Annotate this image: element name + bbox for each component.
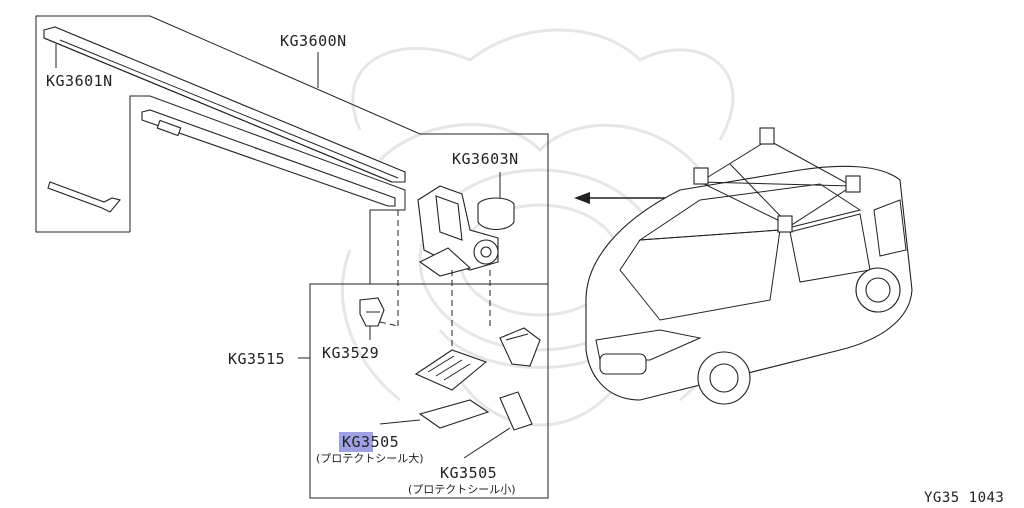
diagram-code: YG35 1043	[924, 490, 1004, 506]
roof-rail-bar	[43, 26, 406, 183]
kit-outline	[129, 95, 406, 284]
protect-seal-small	[499, 391, 533, 431]
rail-strip	[141, 109, 396, 207]
side-bracket	[499, 327, 541, 367]
protect-seal-large	[418, 399, 490, 429]
rubber-pad	[477, 197, 515, 231]
car-illustration	[585, 127, 913, 405]
leader-lines	[55, 44, 511, 459]
label-kg3601n[interactable]: KG3601N	[46, 72, 113, 90]
assembly-guides	[379, 210, 491, 350]
label-kg3505-large[interactable]: KG3505	[342, 433, 399, 451]
foot-bracket	[417, 185, 499, 277]
label-kg3515[interactable]: KG3515	[228, 350, 285, 368]
label-kg3529[interactable]: KG3529	[322, 344, 379, 362]
highlight-kg3505	[339, 432, 373, 452]
note-kg3505-large: (プロテクトシール大)	[316, 451, 424, 465]
allen-key	[47, 181, 121, 213]
clip-part	[359, 297, 385, 327]
label-kg3600n[interactable]: KG3600N	[280, 32, 347, 50]
assembly-outline	[35, 15, 549, 499]
note-kg3505-small: (プロテクトシール小)	[408, 483, 516, 496]
label-kg3603n[interactable]: KG3603N	[452, 150, 519, 168]
label-kg3505-small[interactable]: KG3505	[440, 464, 497, 482]
grooved-base-pad	[414, 349, 488, 391]
